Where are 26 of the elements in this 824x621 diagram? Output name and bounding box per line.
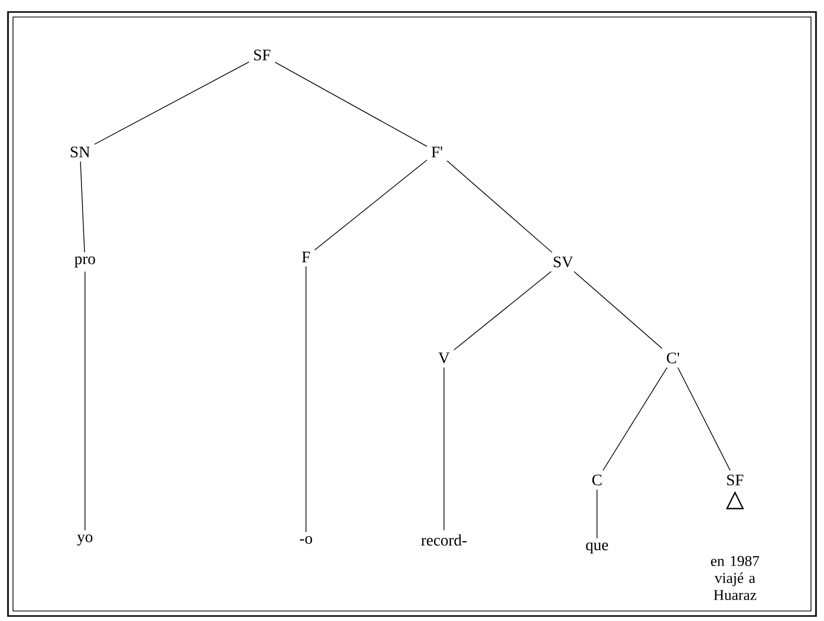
tree-label: -o — [300, 536, 312, 544]
branch-line — [94, 62, 250, 145]
tree-label: SV — [554, 256, 574, 268]
branch-line — [574, 271, 662, 349]
tree-label: C — [592, 474, 602, 486]
tree-label: SF — [254, 50, 270, 60]
branch-line — [446, 160, 552, 253]
branch-line — [84, 271, 86, 531]
tree-label: SN — [70, 146, 90, 158]
tree-label: F' — [432, 146, 442, 158]
branch-line — [274, 62, 428, 147]
tree-label: pro — [74, 256, 96, 268]
tree-label: yo — [77, 534, 92, 546]
tree-label: V — [438, 352, 450, 364]
branch-line — [596, 489, 598, 539]
branch-line — [454, 271, 552, 350]
branch-line — [314, 160, 428, 250]
branch-line — [677, 367, 731, 471]
branch-line — [602, 367, 668, 471]
tree-label: SF — [727, 474, 744, 486]
tree-label: record- — [421, 534, 467, 546]
tree-label: F — [302, 252, 310, 262]
tree-label: en 1987 viajé a Huaraz — [711, 556, 760, 600]
tree-label: que — [586, 542, 608, 554]
branch-line — [80, 161, 85, 253]
tree-label: C' — [666, 352, 680, 364]
